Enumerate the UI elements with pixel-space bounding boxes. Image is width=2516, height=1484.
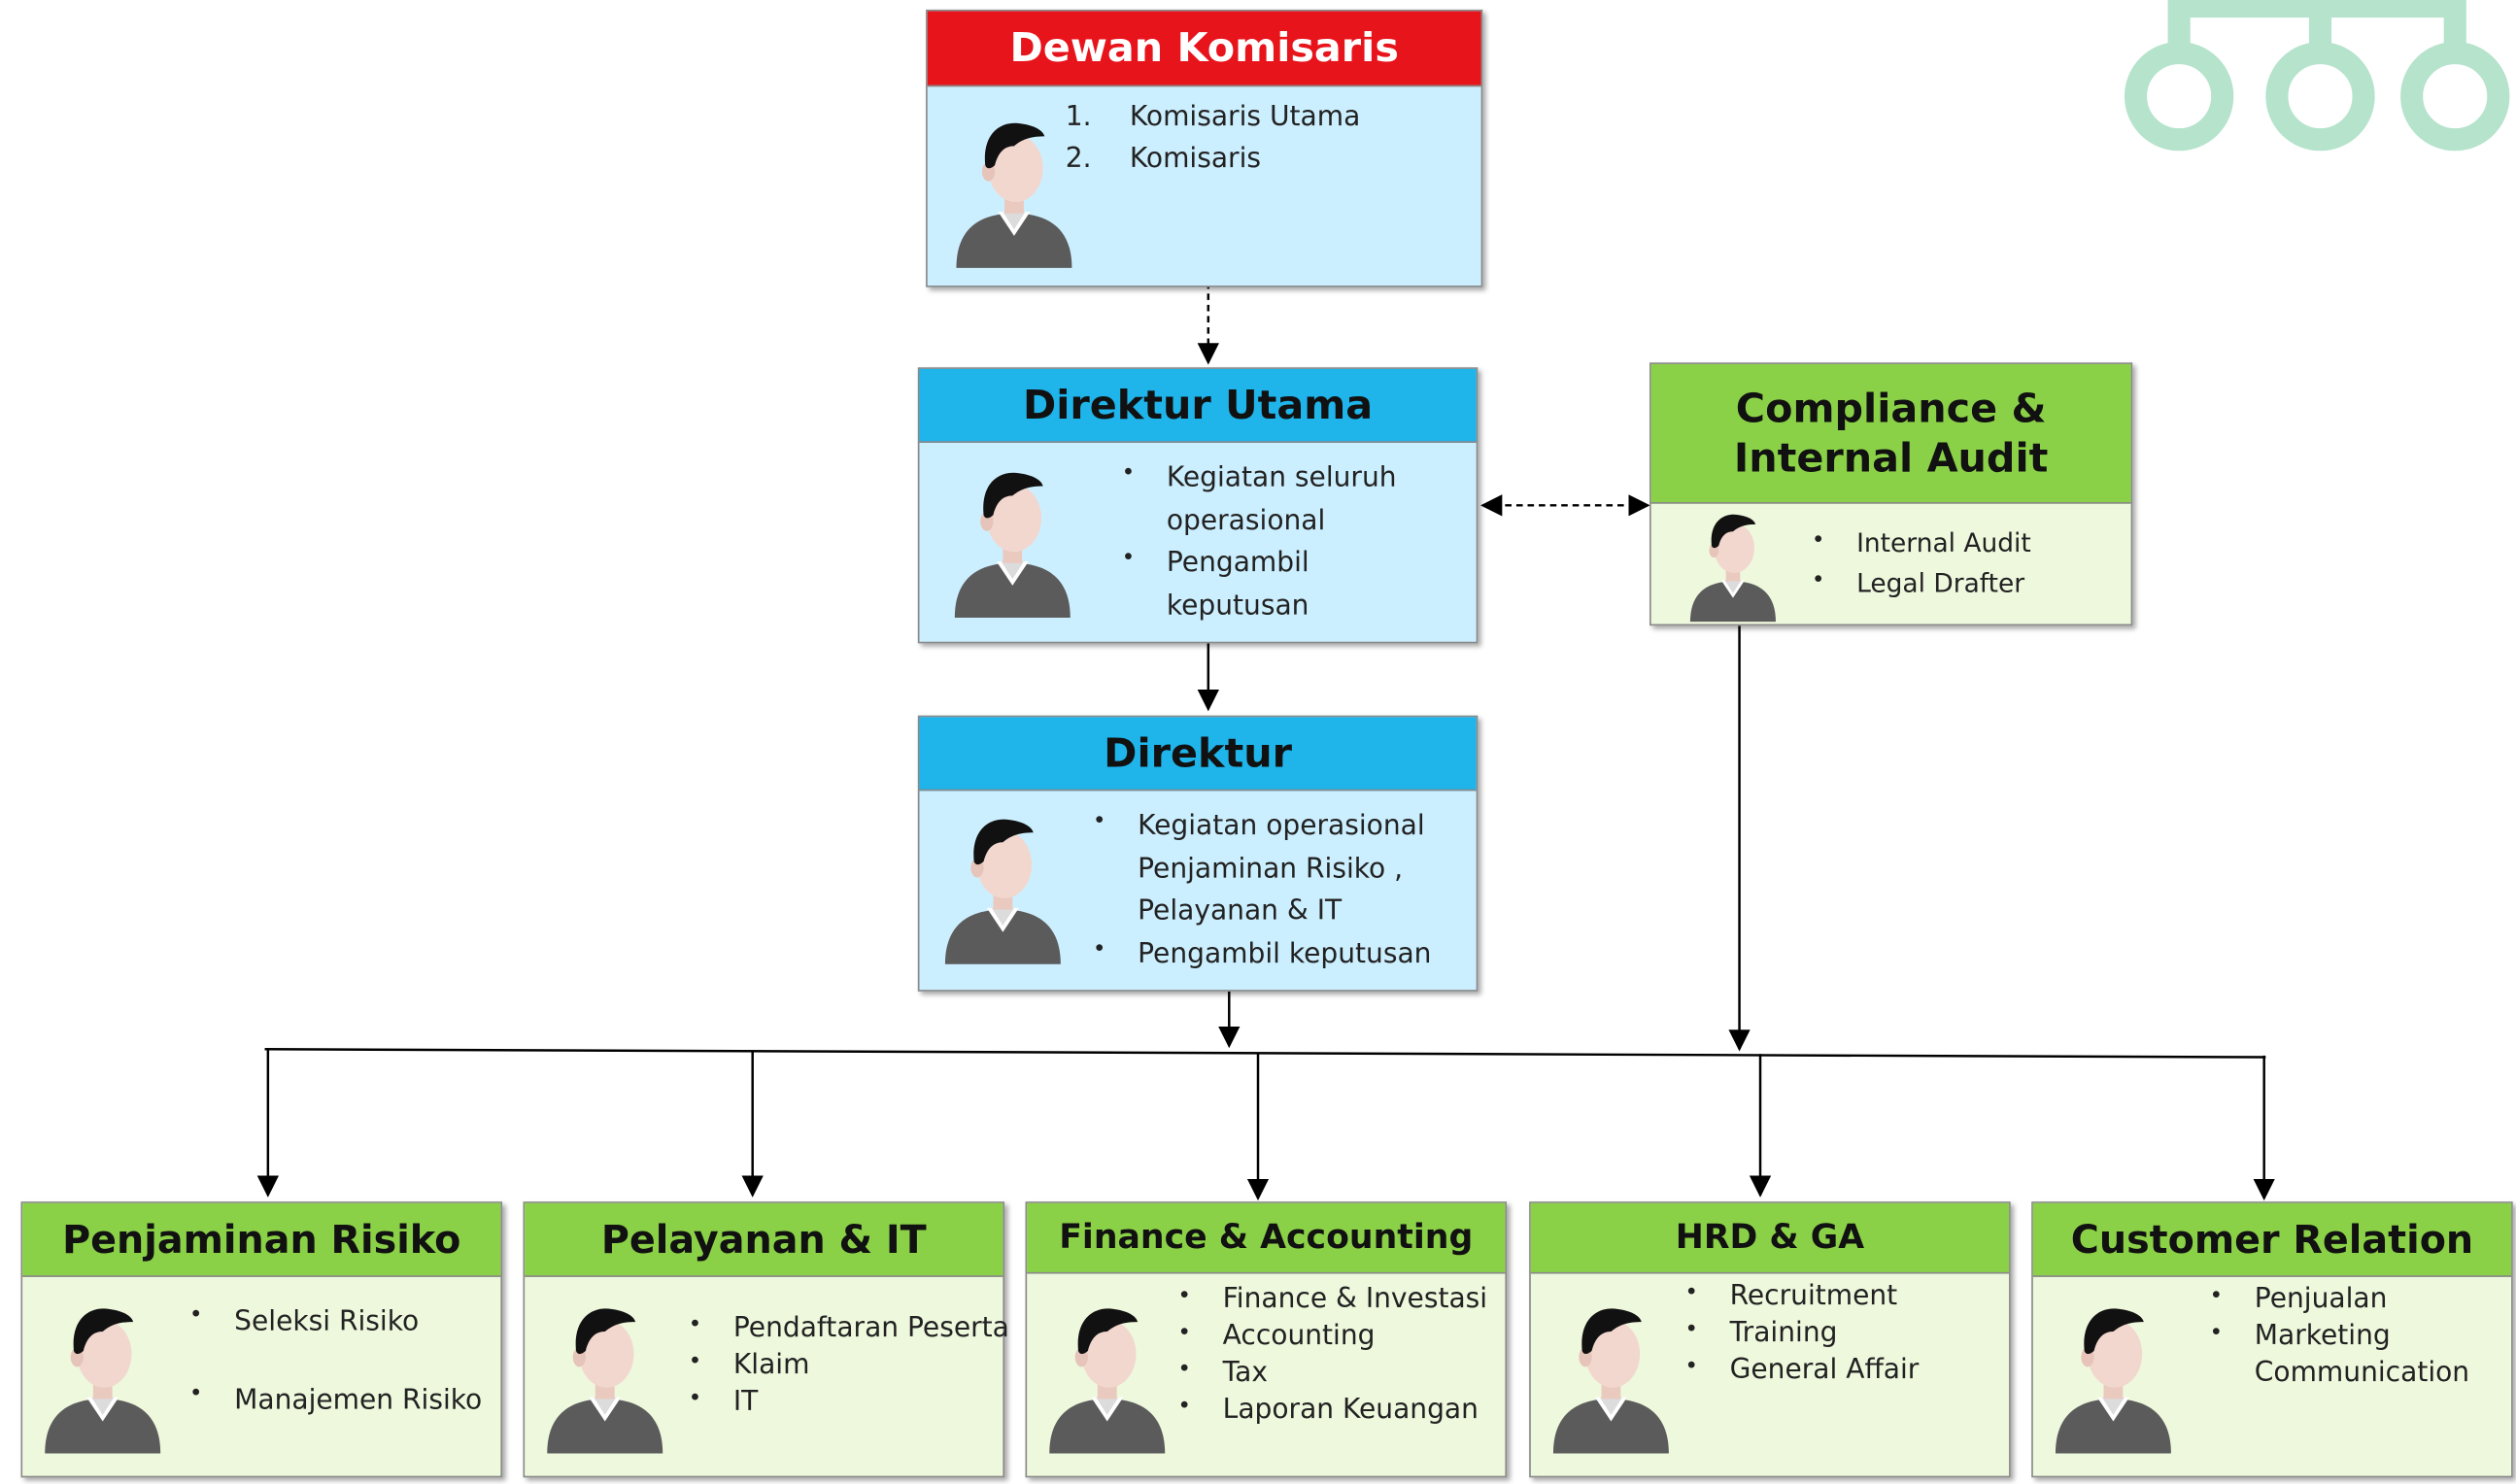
list-item: Komisaris Utama [1066,96,1361,139]
list-item: Kegiatan operasional [1086,805,1431,848]
list-item-continuation: Communication [2254,1357,2470,1390]
list-item: Komisaris [1066,139,1361,182]
division-title: Pelayanan & IT [525,1202,1003,1277]
list-item-continuation: Penjaminan Risiko , [1138,853,1404,886]
list-item-continuation: operasional [1166,504,1326,537]
compliance-list: Internal Audit Legal Drafter [1805,524,2031,604]
dewan-komisaris-title: Dewan Komisaris [927,11,1481,87]
list-item: Legal Drafter [1805,564,2030,604]
direktur-utama-list: Kegiatan seluruh operasional Pengambil k… [1115,457,1397,628]
list-item: Internal Audit [1805,524,2031,564]
list-item: Manajemen Risiko [183,1362,482,1439]
list-item: Laporan Keuangan [1172,1393,1487,1430]
division-list: Penjualan Marketing Communication [2203,1282,2470,1394]
direktur-title: Direktur [919,717,1477,792]
division-bus-line [264,1048,2266,1059]
list-item: Accounting [1172,1319,1487,1356]
list-item: Pengambil keputusan [1086,933,1432,976]
division-list: Recruitment Training General Affair [1679,1278,1920,1390]
division-title: HRD & GA [1530,1202,2010,1274]
division-title: Customer Relation [2032,1202,2512,1277]
person-icon [2049,1297,2177,1457]
list-item: Seleksi Risiko [183,1283,482,1361]
logo-icon [2124,0,2510,152]
division-box-pelayanan-it: Pelayanan & IT Pendaftaran Peserta Klaim… [523,1201,1009,1478]
list-item: Training [1679,1316,1920,1353]
list-item: Penjualan [2203,1282,2469,1319]
dewan-komisaris-list: Komisaris Utama Komisaris [1066,96,1361,182]
division-box-hrd-ga: HRD & GA Recruitment Training General Af… [1529,1201,2011,1478]
list-item: Kegiatan seluruh [1115,457,1397,500]
dewan-komisaris-box: Dewan Komisaris Komisaris Utama Komisari… [926,9,1483,287]
list-item: Finance & Investasi [1172,1282,1487,1319]
division-list: Finance & Investasi Accounting Tax Lapor… [1172,1282,1487,1431]
division-box-finance-accounting: Finance & Accounting Finance & Investasi… [1025,1201,1508,1478]
person-icon [1043,1297,1172,1457]
person-icon [541,1297,669,1457]
division-title: Finance & Accounting [1027,1202,1506,1274]
person-icon [938,807,1067,967]
person-icon [1547,1297,1675,1457]
list-item: Marketing [2203,1319,2469,1356]
division-list: Seleksi Risiko Manajemen Risiko [183,1283,482,1439]
list-item-continuation: Pelayanan & IT [1138,895,1343,928]
compliance-box: Compliance & Internal Audit Internal Aud… [1649,362,2133,626]
person-icon [948,460,1076,621]
list-item: General Affair [1679,1353,1919,1390]
list-item: Pengambil [1115,543,1397,586]
compliance-title: Compliance & Internal Audit [1650,363,2131,504]
person-icon [39,1297,167,1457]
direktur-utama-title: Direktur Utama [919,368,1477,443]
division-box-customer-relation: Customer Relation Penjualan Marketing Co… [2031,1201,2513,1478]
division-box-penjaminan-risiko: Penjaminan Risiko Seleksi Risiko Manajem… [20,1201,503,1478]
compliance-title-line2: Internal Audit [1733,434,2049,482]
list-item: Recruitment [1679,1278,1920,1315]
person-icon [1674,505,1792,624]
compliance-title-line1: Compliance & [1735,385,2047,431]
division-title: Penjaminan Risiko [22,1202,501,1277]
direktur-box: Direktur Kegiatan operasional Penjaminan… [917,715,1479,992]
list-item: Klaim [682,1348,1009,1385]
list-item: IT [682,1385,1009,1422]
list-item-continuation: keputusan [1166,590,1309,624]
list-item: Pendaftaran Peserta [682,1311,1009,1348]
person-icon [950,111,1078,271]
direktur-utama-box: Direktur Utama Kegiatan seluruh operasio… [917,367,1479,644]
list-item: Tax [1172,1356,1487,1393]
direktur-list: Kegiatan operasional Penjaminan Risiko ,… [1086,805,1432,976]
division-list: Pendaftaran Peserta Klaim IT [682,1311,1009,1423]
